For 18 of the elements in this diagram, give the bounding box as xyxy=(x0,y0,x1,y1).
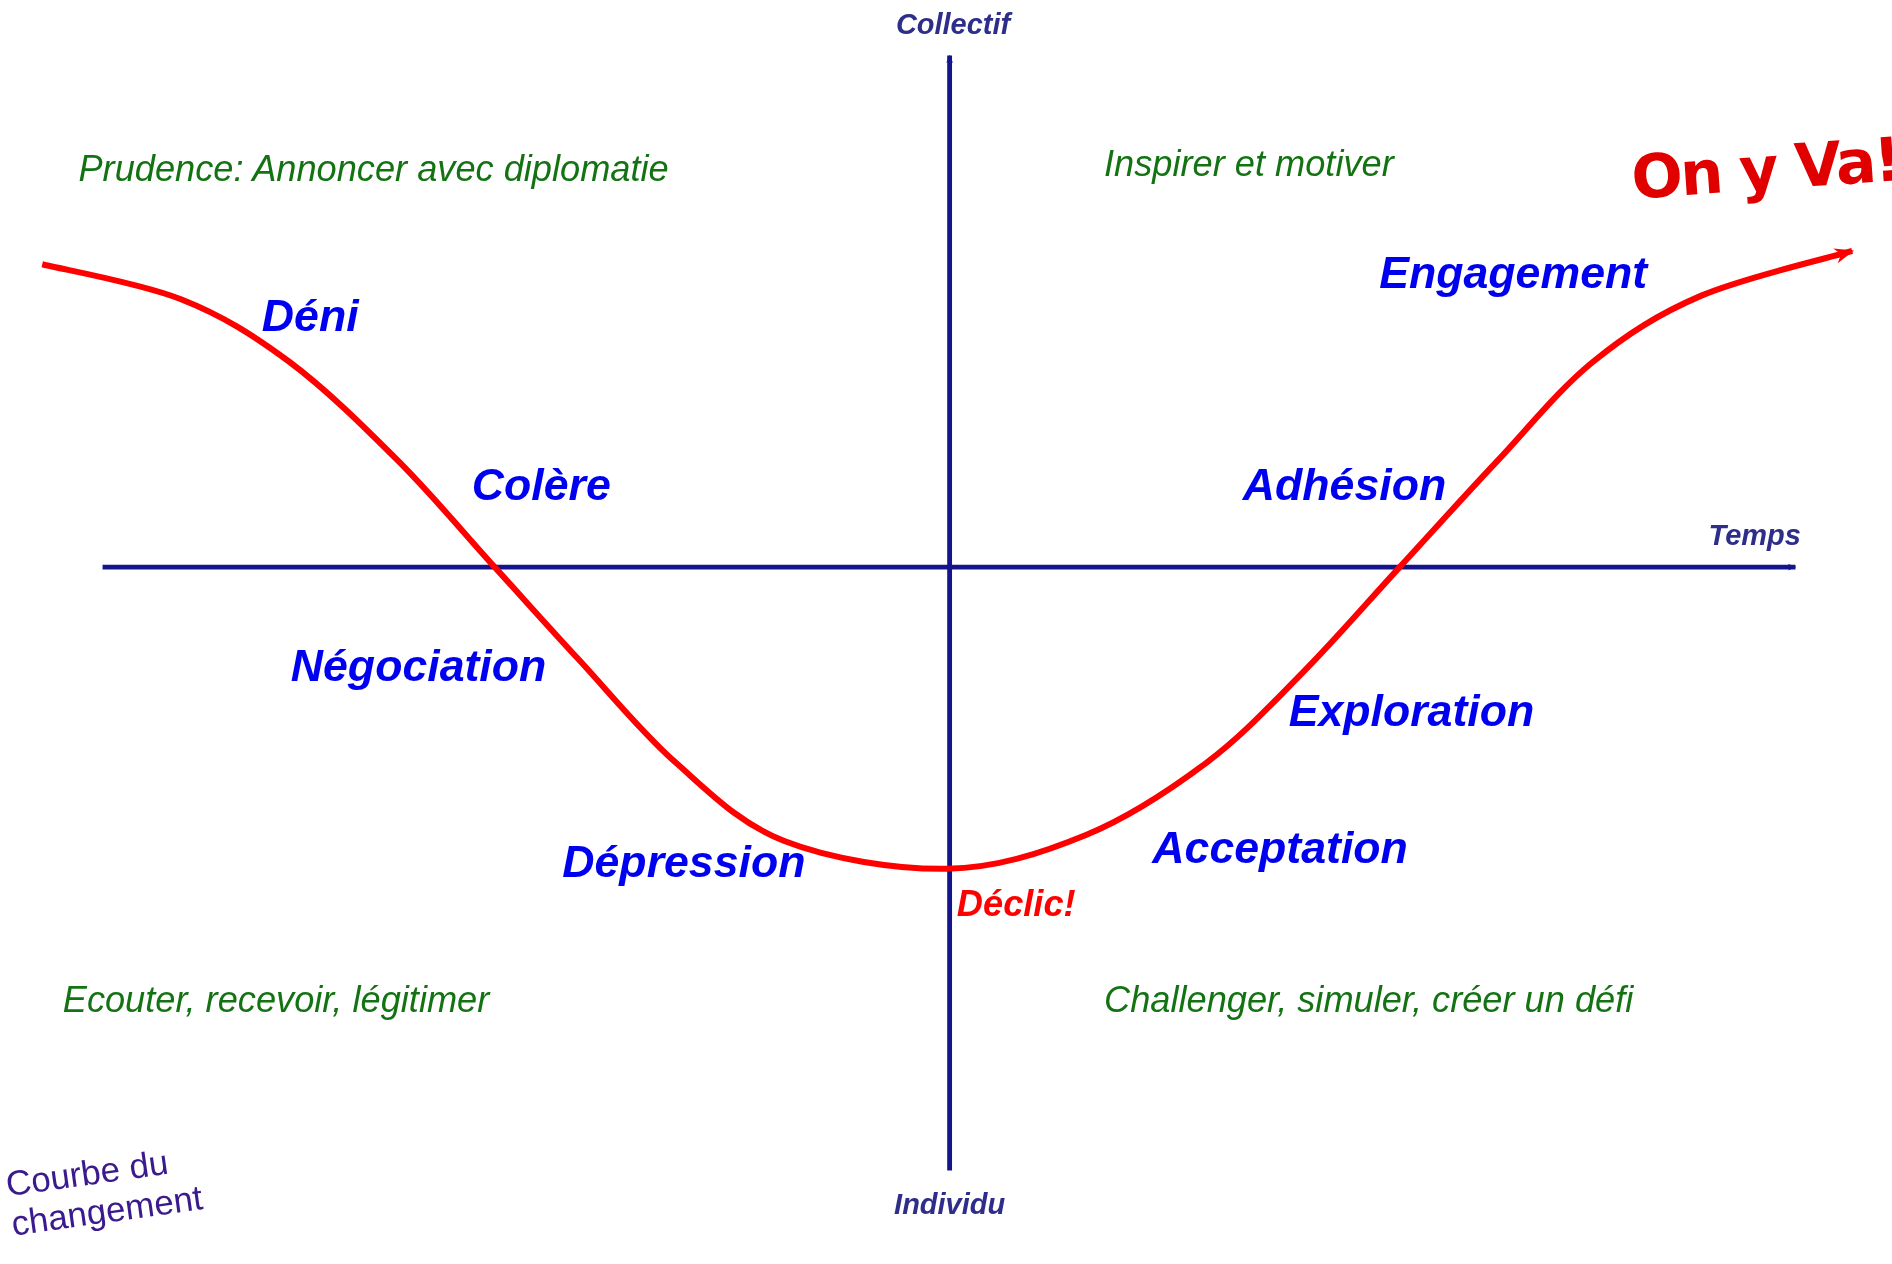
phase-label: Dépression xyxy=(562,837,806,889)
turning-point-label: Déclic! xyxy=(956,883,1076,925)
advice-text: Ecouter, recevoir, légitimer xyxy=(62,979,490,1022)
phase-label: Acceptation xyxy=(1152,822,1408,874)
caption: Courbe du changement xyxy=(3,1141,206,1245)
phase-label: Adhésion xyxy=(1242,459,1447,511)
phase-label: Engagement xyxy=(1379,248,1648,300)
phase-label: Déni xyxy=(261,290,359,342)
axis-label: Temps xyxy=(1708,518,1801,552)
advice-text: Challenger, simuler, créer un défi xyxy=(1104,979,1634,1022)
phase-label: Négociation xyxy=(290,640,547,692)
phase-label: Exploration xyxy=(1288,686,1535,738)
axis-label: Individu xyxy=(894,1186,1006,1221)
handwritten-exclamation: On y Va! xyxy=(1629,125,1892,214)
phase-label: Colère xyxy=(471,459,611,511)
advice-text: Prudence: Annoncer avec diplomatie xyxy=(78,148,669,191)
axis-label: Collectif xyxy=(895,6,1011,41)
advice-text: Inspirer et motiver xyxy=(1104,143,1394,186)
